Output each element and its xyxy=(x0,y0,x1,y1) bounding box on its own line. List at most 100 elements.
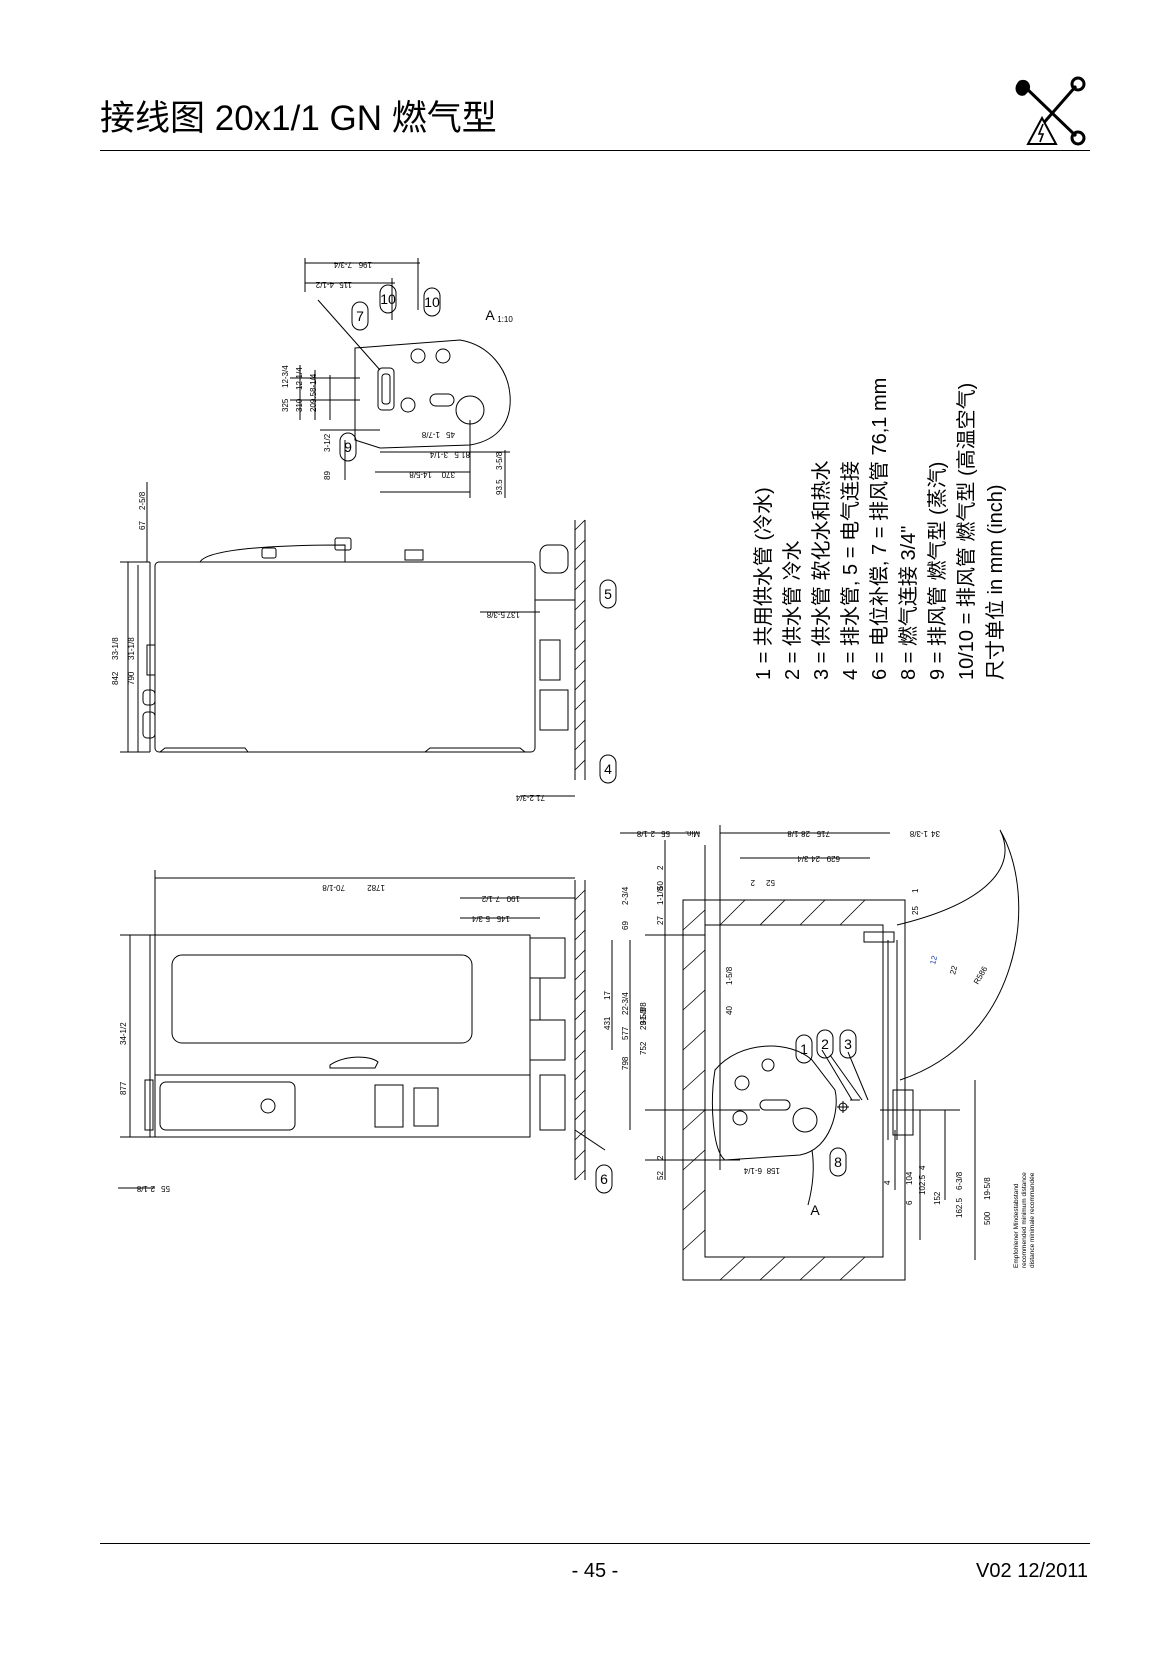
dim-front-1782-in: 70-1/8 xyxy=(322,883,345,892)
dim-plan-34-in: 1-3/8 xyxy=(909,829,928,838)
tools-electric-warning-icon xyxy=(1015,76,1086,146)
dim-plan-431: 431 xyxy=(603,1016,612,1030)
page-number: - 45 - xyxy=(571,1560,619,1582)
dim-front-145: 145 xyxy=(496,914,510,923)
dim-front-190: 190 xyxy=(506,894,520,903)
dim-plan-50: 50 xyxy=(656,881,665,890)
dim-top-115: 115 xyxy=(339,280,352,289)
dim-side-842: 842 xyxy=(111,671,120,685)
dim-front-55: 55 xyxy=(161,1184,170,1193)
dim-top-196: 196 xyxy=(358,260,372,269)
view-label-a-top: A xyxy=(485,307,495,323)
dim-top-310: 310 xyxy=(295,398,304,412)
dim-plan-152: 152 xyxy=(933,1191,942,1205)
clearance-note-fr: distance minimale recommandée xyxy=(1029,1172,1036,1268)
dim-plan-577-in: 22-3/4 xyxy=(621,992,630,1015)
dim-plan-40: 40 xyxy=(725,1006,734,1015)
dim-top-89: 89 xyxy=(323,471,332,480)
dim-plan-152-in: 6 xyxy=(905,1200,914,1205)
dim-plan-752: 752 xyxy=(639,1041,648,1055)
dim-top-196-in: 7-3/4 xyxy=(333,260,352,269)
dim-plan-min: Min. xyxy=(685,829,700,838)
callout-3: 3 xyxy=(844,1036,852,1052)
dim-side-71-in: 2-3/4 xyxy=(515,793,534,802)
callout-circles xyxy=(339,284,857,1194)
dim-top-370-in: 14-5/8 xyxy=(409,470,432,479)
callout-2: 2 xyxy=(821,1036,829,1052)
dim-front-145-in: 5-3/4 xyxy=(471,914,490,923)
dim-side-67-in: 2-5/8 xyxy=(138,491,147,510)
callout-1: 1 xyxy=(800,1041,808,1057)
dim-top-370: 370 xyxy=(441,470,455,479)
clearance-note-en: recommended minimum distance xyxy=(1021,1172,1028,1268)
dim-top-325-in: 12-3/4 xyxy=(281,365,290,388)
dim-plan-577: 577 xyxy=(621,1026,630,1040)
dim-top-45: 45 xyxy=(446,430,455,439)
side-view xyxy=(120,482,586,797)
dim-side-67: 67 xyxy=(138,521,147,530)
view-label-a-plan: A xyxy=(810,1202,820,1218)
dim-top-93: 93.5 xyxy=(495,479,504,495)
dim-side-137-in: 5-3/8 xyxy=(486,610,505,619)
dim-plan-69-in: 2-3/4 xyxy=(621,886,630,905)
callout-5: 5 xyxy=(604,586,612,602)
dim-top-93-in: 3-5/8 xyxy=(495,451,504,470)
header-rule xyxy=(100,150,1090,151)
dim-plan-431-in: 17 xyxy=(603,991,612,1000)
dim-side-790-in: 31-1/8 xyxy=(127,637,136,660)
dim-plan-102-in: 4 xyxy=(918,1165,927,1170)
callout-8: 8 xyxy=(834,1154,842,1170)
dim-plan-629: 629 xyxy=(826,854,840,863)
dim-plan-102: 102.5 xyxy=(918,1174,927,1195)
dim-plan-52: 52 xyxy=(656,1171,665,1180)
legend-line-7: 9 = 排风管 燃气型 (蒸汽) xyxy=(927,461,949,680)
dim-plan-25-in: 1 xyxy=(911,888,920,893)
dim-plan-104-in: 4 xyxy=(883,1180,892,1185)
legend-line-8: 10/10 = 排风管 燃气型 (高温空气) xyxy=(956,382,978,680)
dim-plan-69: 69 xyxy=(621,921,630,930)
dim-plan-629-in: 24-3/4 xyxy=(797,854,820,863)
plan-view xyxy=(611,825,1020,1281)
legend-line-4: 4 = 排水管, 5 = 电气连接 xyxy=(840,461,862,680)
page-title: 接线图 20x1/1 GN 燃气型 xyxy=(100,99,497,138)
dim-plan-162-in: 6-3/8 xyxy=(955,1171,964,1190)
callout-9: 9 xyxy=(344,439,352,455)
dim-plan-158: 158 xyxy=(766,1166,780,1175)
callout-10b: 10 xyxy=(424,294,440,310)
legend-units: 尺寸单位 in mm (inch) xyxy=(985,484,1007,680)
dim-side-790: 790 xyxy=(127,671,136,685)
dim-plan-55-in: 2-1/8 xyxy=(636,829,655,838)
dim-plan-25: 25 xyxy=(911,906,920,915)
dim-plan-22: 22 xyxy=(948,964,959,975)
dim-plan-715: 715 xyxy=(816,829,830,838)
dim-plan-52-top: 52 xyxy=(766,878,775,887)
dim-plan-27: 27 xyxy=(656,916,665,925)
dim-front-877-in: 34-1/2 xyxy=(119,1022,128,1045)
dim-top-325: 325 xyxy=(281,398,290,412)
legend-line-3: 3 = 供水管 软化水和热水 xyxy=(811,460,833,680)
dim-plan-27-in: 1-1/8 xyxy=(656,886,665,905)
dim-plan-158-in: 6-1/4 xyxy=(743,1166,762,1175)
callout-10a: 10 xyxy=(380,291,396,307)
callout-4: 4 xyxy=(604,761,612,777)
dim-plan-50-in: 2 xyxy=(656,865,665,870)
dim-top-209-in: 8-1/4 xyxy=(309,373,318,392)
legend-line-2: 2 = 供水管 冷水 xyxy=(782,540,804,680)
legend-line-1: 1 = 共用供水管 (冷水) xyxy=(753,487,775,680)
dim-plan-500: 500 xyxy=(983,1211,992,1225)
dim-plan-104: 104 xyxy=(905,1171,914,1185)
top-view-detail xyxy=(290,258,511,498)
callout-6: 6 xyxy=(600,1171,608,1187)
footer-rule xyxy=(100,1543,1090,1544)
dim-top-45-in: 1-7/8 xyxy=(421,430,440,439)
dim-front-1782: 1782 xyxy=(367,883,385,892)
dim-plan-r586: R586 xyxy=(972,964,990,986)
dim-top-89-in: 3-1/2 xyxy=(323,433,332,452)
legend-line-5: 6 = 电位补偿, 7 = 排风管 76,1 mm xyxy=(869,377,891,680)
dim-top-81-in: 3-1/4 xyxy=(429,450,448,459)
dim-plan-162: 162.5 xyxy=(955,1197,964,1218)
legend-line-6: 8 = 燃气连接 3/4" xyxy=(898,525,920,680)
dim-plan-34: 34 xyxy=(931,829,940,838)
legend: 1 = 共用供水管 (冷水) 2 = 供水管 冷水 3 = 供水管 软化水和热水… xyxy=(750,260,1100,680)
